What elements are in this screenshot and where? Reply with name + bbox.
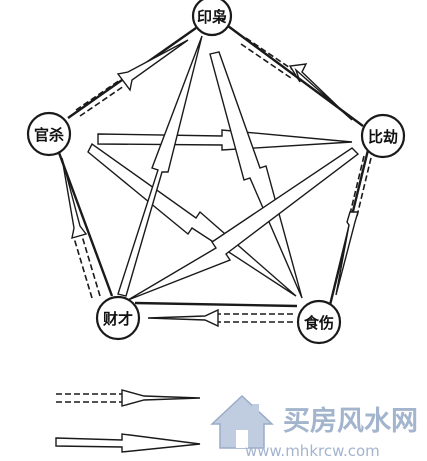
dashed-arrow-yin-to-bi (240, 37, 353, 121)
node-label-bi: 比劫 (368, 128, 398, 146)
node-circle (296, 299, 342, 345)
node-shi: 食伤 (296, 299, 342, 345)
node-cai: 财才 (95, 295, 141, 341)
edge-shi-cai (134, 301, 298, 308)
node-circle (95, 295, 141, 341)
house-logo-icon (210, 394, 274, 449)
solid-arrow-guan-to-bi (97, 129, 353, 151)
node-guan: 官杀 (26, 111, 72, 157)
dashed-arrow-cai-to-guan (61, 157, 101, 299)
node-circle (26, 111, 72, 157)
node-bi: 比劫 (360, 113, 406, 159)
watermark-url: www.mhkrcw.com (245, 442, 380, 460)
dashed-arrow-guan-to-yin (75, 39, 189, 117)
legend (55, 389, 201, 453)
watermark-title: 买房风水网 (283, 406, 418, 437)
solid-arrow-cai-to-yin (117, 35, 203, 297)
solid-arrow-yin-to-shi (209, 51, 303, 299)
dashed-arrow-shi-to-cai (147, 308, 293, 328)
dashed-arrow-bi-to-shi (335, 155, 372, 296)
watermark: 买房风水网 www.mhkrcw.com (210, 394, 418, 460)
node-label-shi: 食伤 (304, 314, 334, 332)
node-label-yin: 印枭 (197, 8, 227, 26)
legend-solid-arrow (55, 433, 201, 453)
legend-dashed-arrow (56, 389, 201, 407)
node-yin: 印枭 (191, 0, 233, 37)
node-label-cai: 财才 (103, 310, 133, 328)
generating-cycle-arrows (61, 37, 372, 328)
solid-arrow-guan-to-cai-diag (87, 142, 297, 297)
solid-arrow-bi-to-cai (127, 147, 360, 301)
controlling-cycle-arrows (87, 35, 360, 301)
node-label-guan: 官杀 (34, 126, 64, 144)
node-circle (360, 113, 406, 159)
node-circle (191, 0, 233, 37)
